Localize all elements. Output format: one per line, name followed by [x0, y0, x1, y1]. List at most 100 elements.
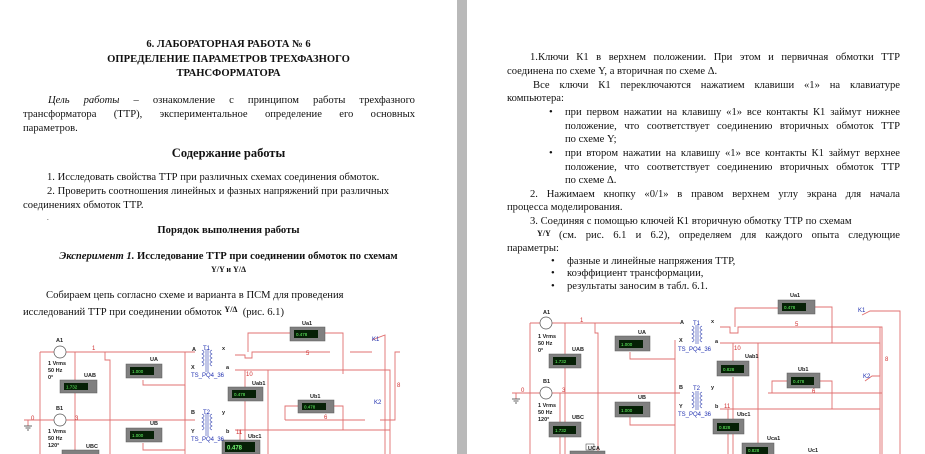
svg-text:A1: A1 [543, 310, 550, 316]
svg-text:Ubc1: Ubc1 [737, 412, 750, 418]
svg-text:Ub1: Ub1 [310, 394, 320, 400]
stray-dot: . [47, 214, 49, 222]
svg-text:0: 0 [31, 416, 35, 422]
wires [512, 306, 901, 454]
svg-text:11: 11 [236, 430, 243, 436]
svg-text:50 Hz: 50 Hz [538, 410, 553, 416]
keys-line-1: Все ключи К1 переключаются нажатием клав… [533, 80, 900, 91]
title-line-2: ОПРЕДЕЛЕНИЕ ПАРАМЕТРОВ ТРЕХФАЗНОГО [107, 54, 350, 65]
contents-item-2: 2. Проверить соотношения линейных и фазн… [47, 186, 389, 197]
svg-text:T1: T1 [203, 346, 211, 352]
svg-text:X: X [191, 365, 195, 371]
svg-text:1 Vrms: 1 Vrms [538, 334, 556, 340]
svg-text:a: a [226, 365, 230, 371]
svg-text:A: A [680, 320, 684, 326]
svg-text:50 Hz: 50 Hz [48, 436, 63, 442]
svg-text:3: 3 [562, 388, 566, 394]
svg-text:X: X [679, 338, 683, 344]
svg-text:B: B [679, 385, 683, 391]
contents-heading: Содержание работы [171, 146, 286, 160]
bullet-item-1: фазные и линейные напряжения ТТР, [567, 256, 736, 267]
bullet-item-3: результаты заносим в табл. 6.1. [567, 281, 708, 292]
left-page: 6. ЛАБОРАТОРНАЯ РАБОТА № 6 ОПРЕДЕЛЕНИЕ П… [0, 0, 457, 454]
svg-text:0.478: 0.478 [793, 379, 805, 384]
experiment-schemes: Y/Y и Y/Δ [210, 265, 247, 274]
assemble-ref: (рис. 6.1) [242, 307, 284, 318]
svg-text:Uab1: Uab1 [252, 381, 265, 387]
svg-text:UB: UB [638, 395, 646, 401]
bullet-2-line-2: положение, что соответствует соединению … [565, 162, 900, 173]
svg-text:1.000: 1.000 [621, 408, 633, 413]
svg-text:0°: 0° [48, 375, 53, 381]
assemble-text: исследований ТТР при соединении обмоток [23, 307, 222, 318]
contents-item-2-cont: соединениях обмоток ТТР. [23, 200, 144, 211]
step-3-line-3: параметры: [507, 243, 559, 254]
svg-text:0.478: 0.478 [234, 392, 246, 397]
switch-k1: K1 [372, 337, 380, 343]
ground-icon [24, 425, 32, 431]
svg-text:UA: UA [150, 357, 158, 363]
assemble-scheme: Y/Δ [224, 305, 238, 314]
svg-text:Ua1: Ua1 [302, 321, 312, 327]
svg-text:A: A [192, 347, 196, 353]
svg-text:TS_PQ4_36: TS_PQ4_36 [191, 437, 225, 443]
svg-text:6: 6 [324, 415, 328, 421]
meter-ub: UB1.000 [125, 421, 163, 443]
right-page: 1.Ключи К1 в верхнем положении. При этом… [467, 0, 925, 454]
svg-text:a: a [715, 339, 719, 345]
step-1-line-2: соединена по схеме Y, а вторичная по схе… [507, 66, 718, 77]
assemble-line-1: Собираем цепь согласно схеме и варианта … [46, 290, 344, 301]
bullet-2-line-1: при втором нажатии на клавишу «1» все ко… [565, 148, 900, 159]
svg-text:10: 10 [246, 372, 253, 378]
ground-icon [512, 398, 520, 404]
purpose-line-1: Цель работы – ознакомление с принципом р… [48, 95, 415, 107]
svg-text:0.478: 0.478 [227, 446, 243, 452]
svg-text:1.732: 1.732 [555, 359, 567, 364]
svg-text:1 Vrms: 1 Vrms [48, 361, 66, 367]
svg-text:UB: UB [150, 421, 158, 427]
svg-text:UAB: UAB [84, 373, 96, 379]
meter-ua: UA1.000 [125, 357, 163, 379]
bullet-icon: • [549, 148, 553, 159]
svg-text:UBC: UBC [86, 444, 98, 450]
svg-text:0.828: 0.828 [719, 425, 731, 430]
bullet-2-line-3: по схеме Δ. [565, 175, 617, 186]
svg-text:B1: B1 [543, 379, 550, 385]
svg-text:1 Vrms: 1 Vrms [538, 403, 556, 409]
step-2-line-1: 2. Нажимаем кнопку «0/1» в правом верхне… [530, 189, 900, 200]
purpose-line-2: трансформатора (ТТР), экспериментальное … [23, 109, 415, 120]
svg-text:TS_PQ4_36: TS_PQ4_36 [678, 412, 712, 418]
svg-text:T2: T2 [693, 386, 701, 392]
step-2-line-2: процесса моделирования. [507, 202, 623, 213]
svg-text:0.478: 0.478 [784, 305, 796, 310]
svg-text:0°: 0° [538, 348, 543, 354]
svg-text:0.478: 0.478 [296, 332, 308, 337]
purpose-text: – ознакомление с принципом работы трехфа… [119, 95, 415, 106]
svg-text:10: 10 [734, 346, 741, 352]
step-1-line-1: 1.Ключи К1 в верхнем положении. При этом… [530, 52, 900, 63]
title-line-1: 6. ЛАБОРАТОРНАЯ РАБОТА № 6 [146, 39, 311, 50]
step-3-line-1: 3. Соединяя с помощью ключей К1 вторичну… [530, 216, 852, 227]
svg-text:UCA: UCA [588, 446, 600, 452]
bullet-item-2: коэффициент трансформации, [567, 268, 704, 279]
step-3-line-2: (см. рис. 6.1 и 6.2), определяем для каж… [559, 230, 900, 241]
svg-text:Ub1: Ub1 [798, 367, 808, 373]
meter-ua1: Ua1 0.478 [289, 321, 326, 342]
meter-ub: UB 1.000 [614, 395, 651, 418]
meter-uab1: Uab1 0.478 [227, 381, 265, 402]
svg-text:x: x [222, 346, 226, 352]
svg-text:Ua1: Ua1 [790, 293, 800, 299]
meter-ub1: Ub1 0.478 [786, 367, 821, 389]
svg-text:120°: 120° [538, 417, 549, 423]
switch-k2: K2 [374, 400, 382, 406]
svg-text:Y: Y [679, 404, 683, 410]
